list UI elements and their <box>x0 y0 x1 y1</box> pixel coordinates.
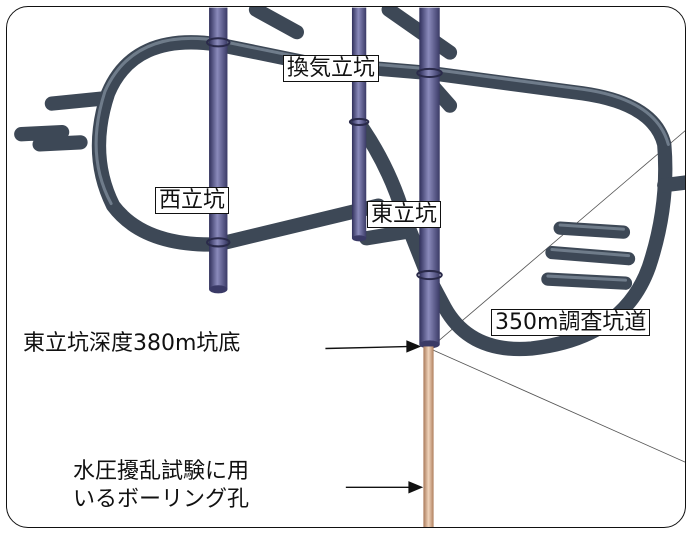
gallery-stub-2 <box>545 245 636 266</box>
ventilation-shaft-tube <box>351 7 367 239</box>
label-ventilation-shaft: 換気立坑 <box>283 55 380 83</box>
leader-arrows <box>325 340 424 494</box>
label-east-shaft-bottom: 東立坑深度380m坑底 <box>23 331 241 356</box>
label-east-shaft: 東立坑 <box>367 201 442 229</box>
branch-west-2 <box>14 124 88 152</box>
gallery-stub-3 <box>541 272 633 290</box>
diagonal-tunnel <box>350 114 435 283</box>
label-borehole-line2: いるボーリング孔 <box>73 487 250 512</box>
diagram-frame: 換気立坑 西立坑 東立坑 350m調査坑道 東立坑深度380m坑底 水圧擾乱試験… <box>6 6 686 528</box>
branch-top-1 <box>248 7 304 40</box>
branch-mid <box>359 225 412 246</box>
label-gallery-350m: 350m調査坑道 <box>491 309 651 337</box>
branch-west-1 <box>44 91 111 111</box>
east-loop-tunnel <box>422 65 673 357</box>
branch-east-1 <box>657 175 685 193</box>
gallery-stub-1 <box>553 221 631 239</box>
west-loop-tunnel <box>91 35 386 252</box>
label-borehole-line1: 水圧擾乱試験に用 <box>73 459 250 484</box>
borehole-tube <box>423 346 434 527</box>
tunnel-network-illustration <box>14 7 685 527</box>
west-shaft-tube <box>209 7 228 290</box>
east-shaft-tube <box>419 7 440 345</box>
label-west-shaft: 西立坑 <box>155 187 230 215</box>
perspective-lines <box>429 130 685 463</box>
